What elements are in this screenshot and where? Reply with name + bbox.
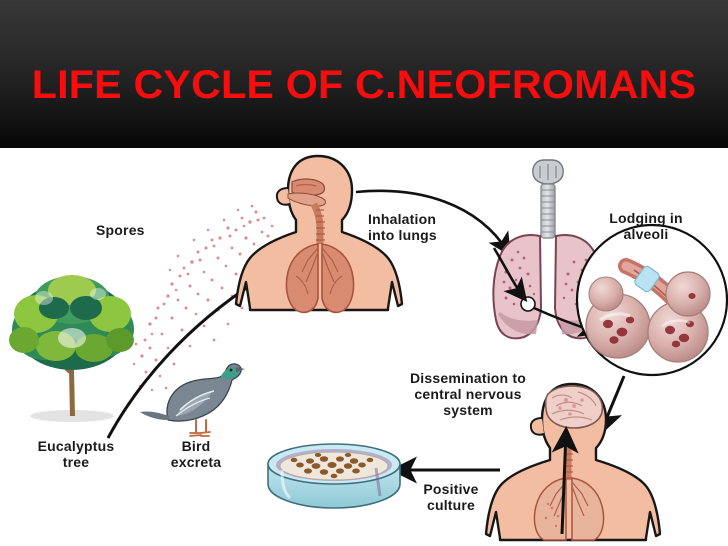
label-inhalation-into-lungs: Inhalation into lungs [368, 211, 437, 243]
eucalyptus-tree-illustration [9, 275, 134, 422]
label-spores: Spores [96, 222, 145, 238]
petri-dish-culture-illustration [267, 443, 401, 509]
human-torso-brain-illustration [484, 382, 662, 542]
life-cycle-diagram: Spores Inhalation into lungs Lodging in … [0, 148, 728, 546]
alveoli-magnifier-illustration [575, 223, 728, 377]
label-bird-excreta: Bird excreta [170, 438, 222, 470]
slide-header: LIFE CYCLE OF C.NEOFROMANS [0, 0, 728, 148]
pigeon-bird-illustration [140, 363, 245, 437]
arrow-into-lung [492, 247, 528, 303]
label-lodging-in-alveoli: Lodging in alveoli [609, 210, 683, 242]
label-dissemination-to-cns: Dissemination to central nervous system [410, 370, 526, 418]
page-title: LIFE CYCLE OF C.NEOFROMANS [31, 63, 697, 107]
label-positive-culture: Positive culture [423, 481, 479, 513]
diagram-graphics [9, 154, 728, 542]
arrow-inhalation-to-lungs [355, 189, 511, 257]
human-torso-respiratory-illustration [234, 154, 404, 314]
label-eucalyptus-tree: Eucalyptus tree [37, 438, 115, 470]
arrow-lungs-to-brain [551, 426, 579, 535]
